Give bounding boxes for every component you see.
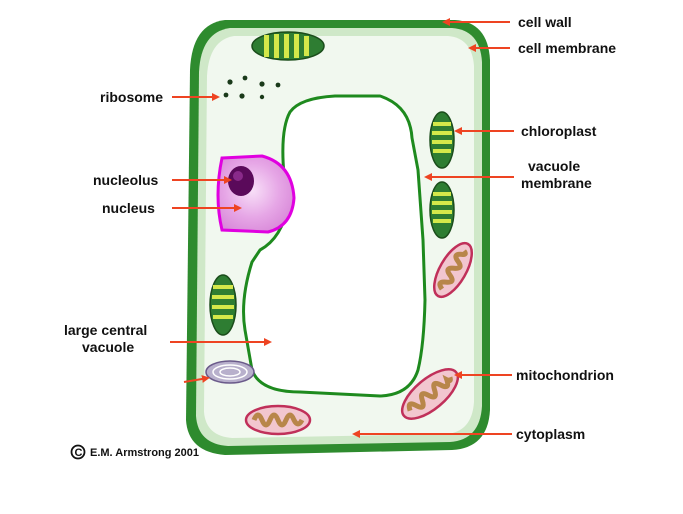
mitochondrion-bottom [244, 404, 312, 436]
credit-text: E.M. Armstrong 2001 [90, 447, 199, 459]
chloroplast-left [209, 274, 237, 336]
nucleus [216, 154, 296, 234]
label-vacuole-membrane-line2: membrane [521, 175, 592, 191]
label-nucleolus: nucleolus [93, 172, 159, 188]
label-cytoplasm: cytoplasm [516, 426, 585, 442]
chloroplast-right-upper [429, 111, 455, 169]
copyright-symbol: C [75, 447, 83, 459]
chloroplast-top [251, 31, 325, 61]
label-large-central-vacuole-line1: large central [64, 322, 147, 338]
ribosomes [223, 75, 281, 100]
nucleolus-highlight [233, 171, 243, 181]
chloroplast-right-lower [429, 181, 455, 239]
label-vacuole-membrane-line1: vacuole [528, 158, 580, 174]
label-ribosome: ribosome [100, 89, 163, 105]
label-cell-wall: cell wall [518, 14, 572, 30]
nucleolus [228, 166, 254, 196]
large-central-vacuole [242, 94, 427, 398]
copyright-icon [70, 444, 86, 460]
golgi-body [205, 360, 255, 384]
label-cell-membrane: cell membrane [518, 40, 616, 56]
label-chloroplast: chloroplast [521, 123, 597, 139]
label-large-central-vacuole-line2: vacuole [82, 339, 134, 355]
label-mitochondrion: mitochondrion [516, 367, 614, 383]
arrow-golgi [183, 375, 210, 383]
label-nucleus: nucleus [102, 200, 155, 216]
mitochondrion-right-upper [432, 241, 474, 299]
